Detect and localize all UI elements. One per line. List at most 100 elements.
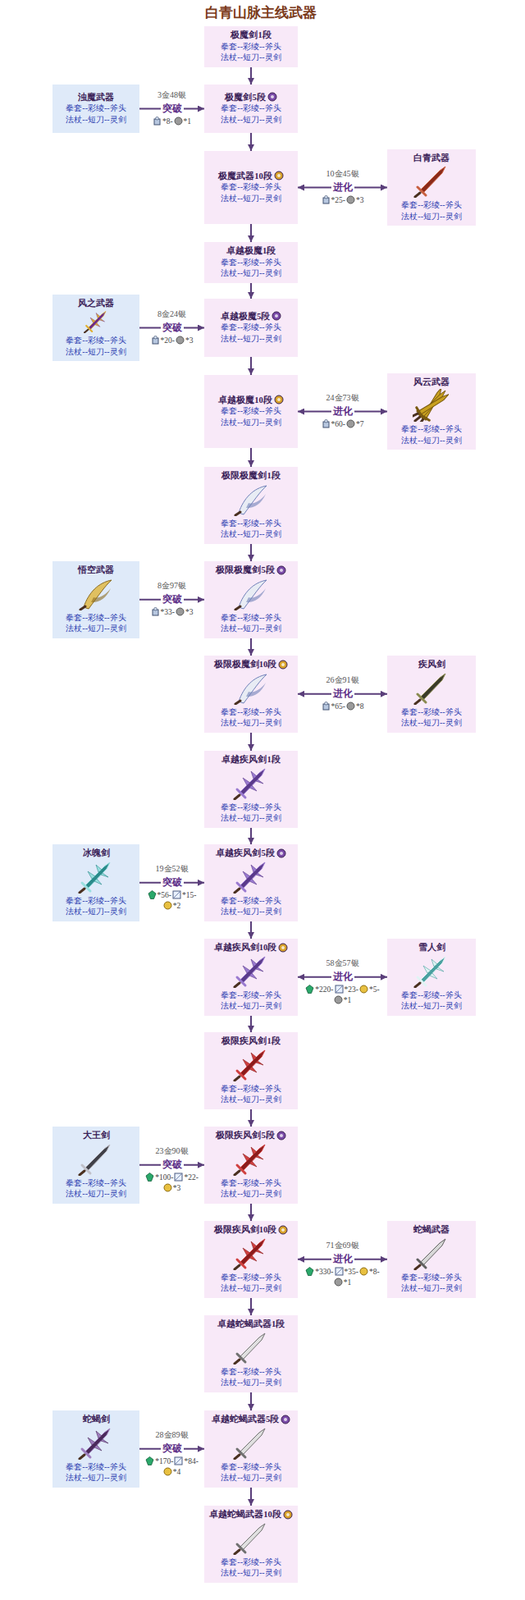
blade-handle	[79, 1170, 85, 1175]
material-icon	[152, 116, 162, 126]
icon-shape	[173, 890, 181, 899]
material-icon	[359, 1266, 369, 1276]
name-row: 极魔剑5段	[224, 91, 277, 104]
upgrade-arrow	[250, 1297, 252, 1315]
upgrade-stage-box: 极限疾风剑10段拳套--彩绫--斧头 法杖--短刀--灵剑	[204, 1220, 298, 1298]
blade-spike	[242, 1059, 251, 1067]
weapon-name: 极魔剑5段	[224, 91, 265, 104]
material-count: *7	[356, 419, 365, 430]
material-item: *56-	[147, 890, 172, 900]
blade-spike	[251, 864, 257, 872]
material-count: *84-	[183, 1456, 198, 1466]
weapon-picture	[232, 671, 270, 705]
blade-spike	[87, 871, 96, 879]
source-weapon-box: 风之武器拳套--彩绫--斧头 法杖--短刀--灵剑	[52, 294, 140, 362]
blade	[239, 956, 265, 983]
upgrade-arrow	[250, 543, 252, 562]
upgrade-stage-box: 极魔剑5段拳套--彩绫--斧头 法杖--短刀--灵剑	[204, 84, 298, 133]
blade-handle	[234, 982, 240, 987]
blade	[84, 862, 110, 889]
blade-spike	[94, 1444, 102, 1451]
blade	[83, 579, 112, 609]
weapon-name: 卓越极魔10段	[218, 394, 273, 407]
material-item: *8	[346, 701, 365, 712]
blade-spike	[251, 771, 257, 779]
icon-shape	[164, 1183, 172, 1192]
material-icon	[175, 335, 185, 345]
weapon-classes: 拳套--彩绫--斧头 法杖--短刀--灵剑	[219, 894, 284, 918]
upgrade-arrow	[250, 638, 252, 656]
weapon-name: 蛇蝎武器	[413, 1223, 450, 1236]
blade-handle	[415, 982, 420, 987]
blade-spike	[255, 872, 264, 877]
weapon-name: 卓越蛇蝎武器10段	[209, 1508, 282, 1521]
upgrade-stage-box: 极魔剑1段拳套--彩绫--斧头 法杖--短刀--灵剑	[204, 26, 298, 68]
icon-shape	[146, 1456, 154, 1466]
material-count: *35-	[344, 1266, 359, 1277]
source-weapon-box: 白青武器拳套--彩绫--斧头 法杖--短刀--灵剑	[387, 149, 476, 227]
weapon-name: 极限极魔剑1段	[221, 470, 280, 482]
material-icon	[346, 701, 356, 711]
weapon-picture	[77, 577, 115, 611]
weapon-picture	[232, 766, 270, 800]
blade-handle	[234, 1454, 240, 1459]
weapon-name: 风云武器	[413, 376, 450, 389]
blade-spike	[100, 1438, 109, 1443]
material-icon	[346, 195, 356, 205]
weapon-picture	[232, 1426, 270, 1460]
blade-handle	[84, 329, 88, 333]
material-count: *170-	[155, 1456, 174, 1466]
badge-disc	[274, 171, 284, 180]
blade-spike	[255, 1249, 264, 1254]
name-row: 卓越疾风剑5段	[215, 847, 286, 859]
blade-spike	[249, 1160, 257, 1167]
badge-dot	[281, 945, 285, 950]
material-count: *33-	[160, 607, 175, 617]
weapon-name: 卓越蛇蝎武器1段	[217, 1318, 285, 1330]
badge-dot	[277, 173, 281, 178]
material-item: *170-	[145, 1456, 174, 1466]
blade	[239, 1238, 265, 1265]
blade-spike	[87, 1437, 96, 1445]
stage-badge	[276, 848, 287, 859]
stage-badge	[267, 91, 278, 102]
material-list: *25-*3	[298, 195, 387, 206]
blade	[420, 956, 446, 983]
icon-shape	[305, 985, 314, 994]
material-item: *4	[163, 1466, 182, 1477]
material-item: *25-	[321, 195, 346, 206]
material-item: *5-	[359, 984, 380, 995]
material-item: *3	[175, 607, 194, 617]
upgrade-arrow	[250, 447, 252, 467]
blade-handle	[415, 416, 420, 421]
weapon-picture	[232, 1048, 270, 1082]
action-label: 进化	[331, 970, 355, 983]
stage-badge	[278, 942, 288, 953]
blade-handle	[234, 888, 240, 893]
blade	[239, 1428, 265, 1455]
material-list: *60- *7	[298, 419, 387, 430]
upgrade-stage-box: 极限极魔剑1段拳套--彩绫--斧头 法杖--短刀--灵剑	[204, 466, 298, 544]
material-count: *8	[356, 701, 365, 712]
material-item: *8-	[359, 1266, 380, 1277]
material-item: *60-	[321, 419, 346, 430]
badge-disc	[278, 1225, 288, 1234]
material-count: *15-	[182, 890, 197, 900]
material-icon	[163, 1182, 173, 1192]
name-row: 疾风剑	[418, 658, 446, 671]
name-row: 蛇蝎武器	[413, 1223, 450, 1236]
material-icon	[173, 116, 183, 126]
blade	[239, 1144, 265, 1171]
blade-wing	[246, 493, 266, 508]
weapon-picture	[77, 860, 115, 894]
weapon-picture	[232, 1142, 270, 1176]
material-count: *2	[173, 900, 182, 911]
blade-spike	[95, 323, 101, 328]
name-row: 极限疾风剑10段	[214, 1223, 289, 1236]
weapon-classes: 拳套--彩绫--斧头 法杖--短刀--灵剑	[219, 1556, 284, 1579]
icon-shape	[164, 901, 172, 909]
blade-spike	[100, 872, 109, 877]
blade-wing	[246, 588, 266, 603]
badge-disc	[281, 1415, 290, 1424]
upgrade-stage-box: 卓越蛇蝎武器5段拳套--彩绫--斧头 法杖--短刀--灵剑	[204, 1410, 298, 1488]
